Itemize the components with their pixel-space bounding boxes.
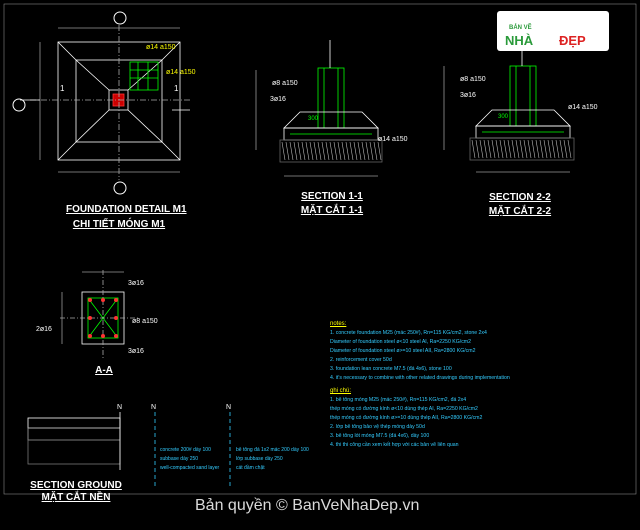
foundation-bar-top: ø14 a150 (146, 44, 176, 51)
note-en-0: 1. concrete foundation M25 (mác 250#), R… (330, 330, 487, 336)
ground-mark-3: N (226, 404, 232, 411)
aa-bar-top: 3ø16 (128, 280, 144, 287)
s22-bar3: ø14 a150 (568, 104, 598, 111)
ground-layer-vn-2: cát đầm chặt (236, 465, 265, 471)
s22-subtitle: MẶT CẮT 2-2 (488, 206, 552, 217)
aa-rebar-dots (88, 298, 118, 338)
axis-bubble-left (12, 98, 26, 112)
note-en-3: 2. reinforcement cover 50d (330, 357, 392, 363)
ground-title: SECTION GROUND (30, 480, 122, 491)
section-mark-left: 1 (60, 84, 65, 93)
s22-dim: 300 (498, 114, 509, 120)
note-en-2: Diameter of foundation steel ø>=10 steel… (330, 348, 476, 354)
ground-mark-1: N (117, 404, 123, 411)
note-vn-3: 2. lớp bê tông bảo vệ thép móng dày 50d (330, 424, 425, 430)
section-mark-right: 1 (174, 84, 179, 93)
note-en-5: 4. it's necessary to combine with other … (330, 375, 510, 381)
ground-layer-vn-1: lớp subbase dày 250 (236, 456, 283, 462)
axis-bubble-bottom (113, 181, 127, 195)
aa-title: A-A (95, 365, 113, 376)
ground-layer-1: subbase dày 250 (160, 456, 199, 462)
ground-section-drawing (27, 412, 231, 488)
s11-bar1: ø8 a150 (272, 80, 298, 87)
s11-dim: 300 (308, 116, 319, 122)
section-2-2-pile-hatch (471, 139, 572, 159)
ground-layer-0: concrete 200# dày 100 (160, 447, 211, 453)
aa-bar-left: 2ø16 (36, 326, 52, 333)
section-2-2-drawing (443, 40, 575, 173)
ground-subtitle: MẶT CẮT NỀN (41, 492, 111, 503)
ground-mark-2: N (151, 404, 157, 411)
section-1-1-drawing (255, 40, 383, 177)
logo-text-2: NHÀ (505, 33, 534, 48)
notes-heading-vn: ghi chú: (330, 388, 352, 394)
s11-bar3: ø14 a150 (378, 136, 408, 143)
foundation-title: FOUNDATION DETAIL M1 (66, 204, 187, 215)
logo-text-1: BẢN VẼ (509, 25, 532, 31)
foundation-subtitle: CHI TIẾT MÓNG M1 (72, 219, 166, 230)
s22-bar2: 3ø16 (460, 92, 476, 99)
frame-border (3, 3, 637, 495)
s22-title: SECTION 2-2 (489, 192, 551, 203)
foundation-plan (20, 25, 190, 180)
aa-bar-bottom: 3ø16 (128, 348, 144, 355)
note-vn-1: thép móng có đường kính ø<10 dùng thép A… (330, 406, 478, 412)
note-en-1: Diameter of foundation steel ø<10 steel … (330, 339, 472, 345)
note-vn-4: 3. bê tông lót móng M7.5 (đá 4x6), dày 1… (330, 433, 430, 439)
ground-layer-vn-0: bê tông đá 1x2 mác 200 dày 100 (236, 447, 309, 453)
notes-heading-en: notes: (330, 321, 347, 327)
ground-layer-list-vn: bê tông đá 1x2 mác 200 dày 100 lớp subba… (236, 446, 309, 473)
section-1-1-pile-hatch (281, 141, 382, 161)
foundation-bar-mid: ø14 a150 (166, 69, 196, 76)
axis-bubble-top (113, 11, 127, 25)
note-vn-0: 1. bê tông móng M25 (mác 250#), Rn=115 K… (330, 397, 467, 403)
logo-text-3: ĐẸP (559, 33, 586, 48)
site-logo: BẢN VẼ NHÀ ĐẸP (497, 11, 609, 51)
note-en-4: 3. foundation lean concrete M7.5 (đá 4x6… (330, 366, 452, 372)
s11-bar2: 3ø16 (270, 96, 286, 103)
notes-block: notes: 1. concrete foundation M25 (mác 2… (330, 320, 630, 450)
note-vn-2: thép móng có đường kính ø>=10 dùng thép … (330, 415, 483, 421)
aa-bar-right: ø8 a150 (132, 318, 158, 325)
ground-layer-2: well-compacted sand layer (160, 465, 220, 471)
ground-layer-list: concrete 200# dày 100 subbase dày 250 we… (160, 446, 219, 473)
s11-subtitle: MẶT CẮT 1-1 (300, 205, 364, 216)
watermark: Bản quyền © BanVeNhaDep.vn (195, 497, 420, 514)
s22-bar1: ø8 a150 (460, 76, 486, 83)
s11-title: SECTION 1-1 (301, 191, 363, 202)
note-vn-5: 4. thi thi công cần xem kết hợp với các … (330, 442, 459, 448)
